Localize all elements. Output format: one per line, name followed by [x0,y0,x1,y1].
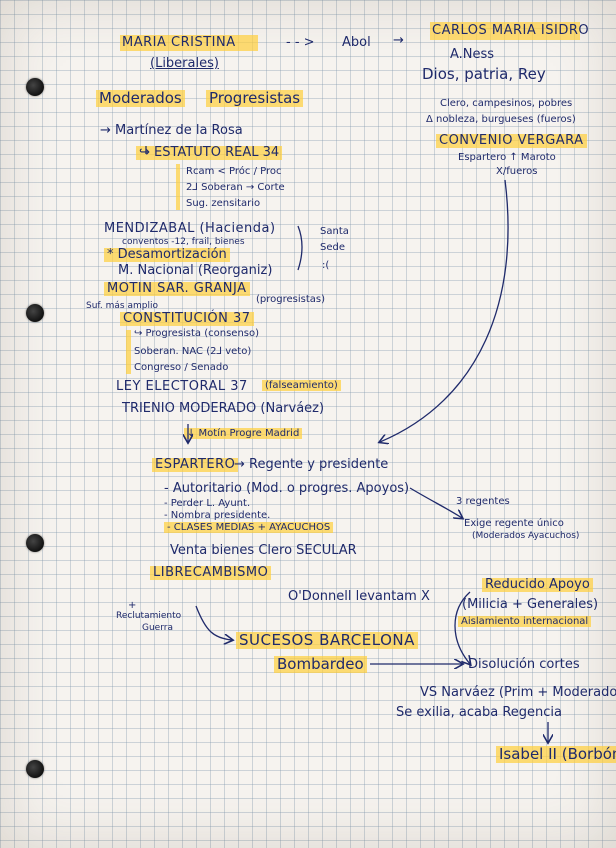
abol-label: Abol [342,35,371,50]
martinez-de-la-rosa: → Martínez de la Rosa [100,123,243,138]
highlight [126,330,131,374]
vs-narvaez: VS Narváez (Prim + Moderados) [420,685,616,700]
progresistas-label: Progresistas [206,90,304,107]
bombardeo: Bombardeo [274,656,367,673]
dashed-arrow-label: - - > [286,35,315,50]
estatuto-item: Sug. zensitario [186,198,261,209]
estatuto-real: ↪ ESTATUTO REAL 34 [136,145,283,161]
sufragio-label: Suf. más amplio [86,301,158,311]
constitucion-item: Congreso / Senado [134,362,229,373]
tres-regentes: 3 regentes [456,496,510,507]
motin-granja: MOTIN SAR. GRANJA [104,281,250,297]
ley-sub: (falseamiento) [262,380,341,391]
arrow-disolucion [454,591,470,664]
motin-sub: (progresistas) [256,294,326,305]
convenio-vergara: CONVENIO VERGARA [436,133,587,149]
motin-progre: ↓ Motín Progre Madrid [184,428,303,439]
disolucion-cortes: Disolución cortes [468,657,580,672]
estatuto-item: 2⅃ Soberan → Corte [186,182,285,193]
arrow-sucesos [195,605,232,640]
constitucion-item: Soberan. NAC (2⅃ veto) [134,346,252,357]
espartero-item: - Perder L. Ayunt. [164,498,251,509]
binder-hole [26,78,44,96]
exige-regente: Exige regente único [464,518,564,529]
venta-bienes: Venta bienes Clero SECULAR [170,543,357,558]
mendizabal: MENDIZABAL (Hacienda) [104,221,276,236]
ley-electoral: LEY ELECTORAL 37 [116,379,248,394]
mendizabal-sub: conventos -12, frail, bienes [122,237,245,247]
nobleza-label: Δ nobleza, burgueses (fueros) [426,114,576,125]
carlos-line: Dios, patria, Rey [422,65,546,83]
carlos-line: A.Ness [450,47,495,62]
santa-sede: Santa [320,226,349,237]
milicia-nacional: M. Nacional (Reorganiz) [118,263,273,278]
trienio-moderado: TRIENIO MODERADO (Narváez) [122,401,325,416]
se-exilia: Se exilia, acaba Regencia [396,705,563,720]
arrow-to-carlos: → [393,33,404,48]
espartero-maroto: Espartero ↑ Maroto [458,152,556,163]
reclutamiento: Reclutamiento [116,611,182,621]
exige-sub: (Moderados Ayacuchos) [472,531,580,541]
santa-sede: Sede [320,242,345,253]
reclutamiento: Guerra [142,623,173,633]
espartero-item: - Nombra presidente. [164,510,271,521]
espartero-item: - Autoritario (Mod. o progres. Apoyos) [164,481,410,496]
estatuto-item: Rcam < Próc / Proc [186,166,282,177]
constitucion-37: CONSTITUCIÓN 37 [120,311,254,327]
moderados-label: Moderados [96,90,185,107]
isabel-ii: Isabel II (Borbón) [496,746,616,763]
highlight [120,35,258,51]
binder-hole [26,304,44,322]
milicia-generales: (Milicia + Generales) [462,597,599,612]
desamortizacion: * Desamortización [104,247,230,263]
clero-label: Clero, campesinos, pobres [440,98,573,109]
santa-sede: :( [322,260,330,271]
maria-cristina-title: MARIA CRISTINA [122,35,236,50]
binder-hole [26,534,44,552]
highlight [430,22,580,40]
arrow-exige [409,487,462,518]
arrow-convenio-espartero [380,179,509,442]
sucesos-barcelona: SUCESOS BARCELONA [236,632,418,649]
binder-hole [26,760,44,778]
odonnell: O'Donnell levantam X [288,589,430,604]
espartero-title: ESPARTERO [152,457,239,473]
bracket-mendizabal [297,225,303,271]
fueros-label: X/fueros [496,166,538,177]
librecambismo: LIBRECAMBISMO [150,565,272,581]
regente-presidente: → Regente y presidente [234,457,389,472]
liberales-label: (Liberales) [150,56,219,71]
constitucion-item: ↪ Progresista (consenso) [134,328,260,339]
reducido-apoyo: Reducido Apoyo [482,577,593,593]
carlos-maria-isidro-title: CARLOS MARIA ISIDRO [432,23,590,38]
espartero-item: - CLASES MEDIAS + AYACUCHOS [164,522,334,533]
highlight [176,164,180,210]
aislamiento: Aislamiento internacional [458,616,592,627]
reclutamiento: + [128,600,137,611]
